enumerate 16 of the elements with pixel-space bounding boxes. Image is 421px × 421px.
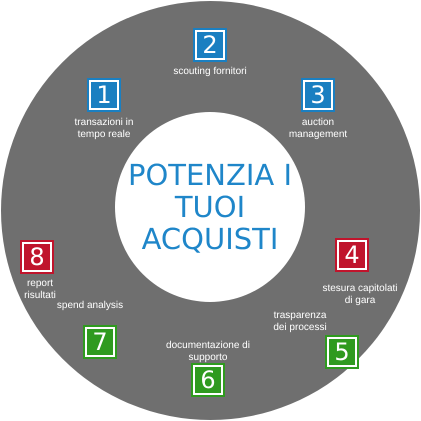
number-badge: 7 — [85, 327, 115, 357]
item-label: stesura capitolati di gara — [321, 283, 399, 307]
number-badge: 6 — [193, 365, 223, 395]
item-label: trasparenza dei processi — [272, 310, 328, 334]
number-badge: 8 — [22, 242, 52, 272]
number-badge: 4 — [337, 240, 367, 270]
item-label: documentazione di supporto — [165, 340, 251, 364]
item-label: auction management — [288, 117, 348, 141]
center-title: POTENZIA I TUOI ACQUISTI — [115, 159, 305, 255]
item-label: spend analysis — [56, 300, 124, 312]
number-badge: 5 — [327, 337, 357, 367]
item-label: transazioni in tempo reale — [74, 117, 134, 141]
number-badge: 3 — [303, 80, 333, 110]
item-label: scouting fornitori — [172, 66, 248, 78]
number-badge: 2 — [195, 30, 225, 60]
number-badge: 1 — [89, 80, 119, 110]
